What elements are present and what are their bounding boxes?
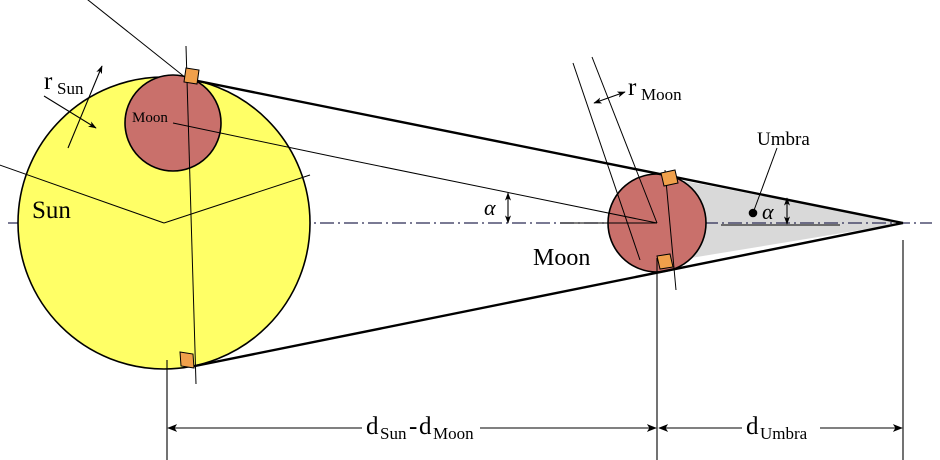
umbra-label-group: Umbra [748,129,810,218]
umbra-leader-dot [748,208,758,218]
dimension-label-d-moon-subscript: Moon [433,424,474,443]
r-sun-arrow-lower [43,95,97,129]
sun-radius-callout-line [0,164,165,224]
r-moon-label-main: r [628,74,637,101]
sun-radius-line [163,174,311,224]
r-moon-label-subscript: Moon [641,85,682,104]
moon-tangent-chord [664,169,677,291]
sun-tangent-chord [185,45,197,385]
right-angle-marker-moon-bottom [656,253,674,270]
moon-radius-outer-extension [572,62,641,261]
dimension-label-backdrop-2 [742,408,820,436]
moon-near-sun-radius-line [172,122,336,158]
lower-tangent-line [192,221,904,368]
moon-radius-callout-line [591,56,658,224]
alpha-right-group: α [721,197,840,226]
r-sun-label-main: r [44,68,53,95]
dimension-extension-lines-group [166,240,904,460]
dimension-label-d-umbra-subscript: Umbra [760,424,808,443]
sun-label: Sun [32,197,71,224]
dimension-label-d-sun-subscript: Sun [380,424,407,443]
umbra-cone-shape [663,177,903,263]
r-moon-dim-arrow [593,91,626,104]
dimension-d-umbra-group: d Umbra [658,408,903,443]
umbra-label: Umbra [757,129,810,150]
alpha-left-group: α [484,192,512,224]
dimension-label-d-sun: d [366,413,379,440]
right-angle-markers-group [179,67,679,369]
dimension-label-backdrop-1 [362,408,480,436]
umbra-leader-line [752,147,778,214]
r-sun-label-subscript: Sun [57,79,84,98]
dimension-label-minus-sign: - [409,413,417,440]
right-angle-marker-sun-bottom [179,351,195,369]
moon-near-sun-label: Moon [132,110,168,126]
r-sun-arrow-upper [67,65,103,149]
right-angle-marker-moon-top [660,169,679,187]
moon-shadow-caster-label: Moon [533,245,590,271]
alpha-left-symbol: α [484,195,496,220]
dimension-label-d-moon: d [419,413,432,440]
dimension-d-sun-minus-d-moon-group: d Sun - d Moon [167,408,657,443]
alpha-right-symbol: α [762,199,774,224]
sun-radius-outer-extension [87,0,187,79]
umbra-cone-group [663,177,903,263]
r-moon-callout-group: r Moon [593,74,682,104]
sight-line-to-moon-center [334,156,658,224]
dimension-label-d-umbra: d [746,413,759,440]
construction-lines-group [0,0,677,385]
right-angle-marker-sun-top [183,67,200,85]
r-sun-callout-group: r Sun [43,65,103,149]
